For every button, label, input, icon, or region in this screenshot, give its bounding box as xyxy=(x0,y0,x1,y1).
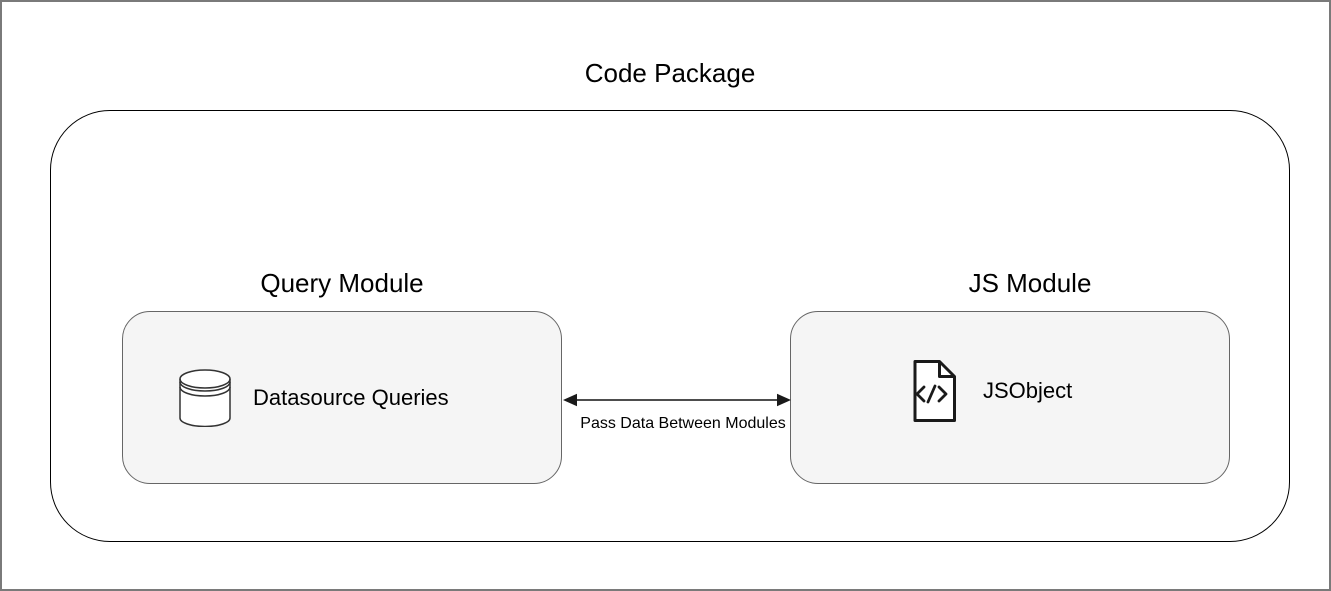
query-module-box: Datasource Queries xyxy=(122,311,562,484)
arrowhead-left xyxy=(563,393,577,407)
js-module-box: JSObject xyxy=(790,311,1230,484)
code-file-icon xyxy=(913,359,956,422)
bidirectional-arrow xyxy=(563,393,791,407)
js-module-label: JS Module xyxy=(968,268,1092,298)
code-package-title: Code Package xyxy=(584,58,756,88)
query-module-label: Query Module xyxy=(260,268,424,298)
connector-label: Pass Data Between Modules xyxy=(580,415,786,432)
arrowhead-right xyxy=(777,393,791,407)
jsobject-label: JSObject xyxy=(983,377,1073,403)
database-icon xyxy=(179,368,231,427)
datasource-queries-label: Datasource Queries xyxy=(253,384,449,410)
